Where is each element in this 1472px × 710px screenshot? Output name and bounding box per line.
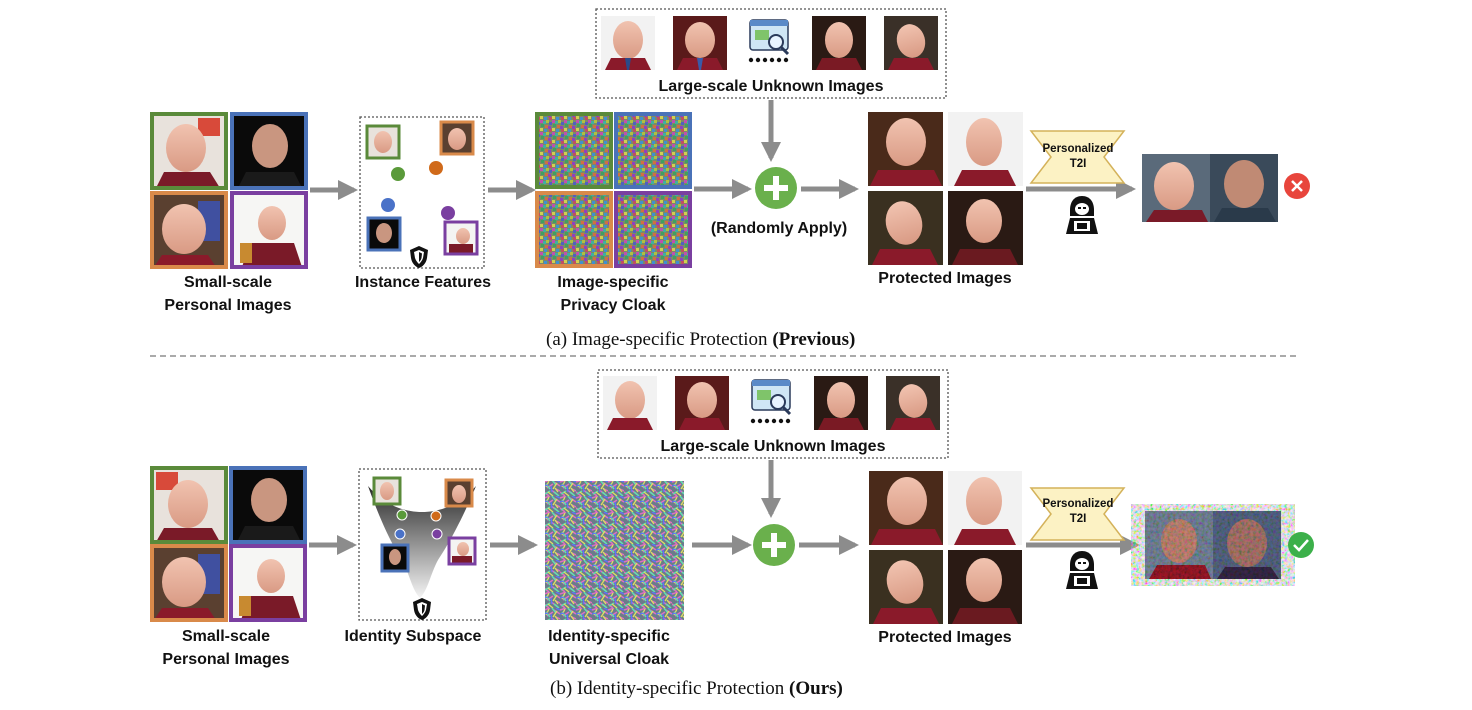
cloak-tile-purple <box>614 191 692 268</box>
universal-cloak-label-line2: Universal Cloak <box>548 651 670 668</box>
protected-images-label: Protected Images <box>878 270 1012 287</box>
protected-image-3 <box>869 550 943 624</box>
feature-point-orange <box>429 161 443 175</box>
subspace-thumb-blue <box>380 543 410 573</box>
protected-image-1 <box>868 112 943 186</box>
personal-image-3 <box>150 544 228 622</box>
feature-point-purple <box>441 206 455 220</box>
unknown-images-box <box>595 8 947 99</box>
personal-images-label-line1: Small-scale <box>181 628 271 645</box>
feature-point-green <box>391 167 405 181</box>
personal-image-1 <box>150 466 228 544</box>
personal-image-2 <box>229 466 307 544</box>
cloak-label-line2: Privacy Cloak <box>560 297 666 314</box>
generated-result-a <box>1142 154 1278 222</box>
feature-thumb-orange <box>439 120 475 156</box>
personal-images-label-line2: Personal Images <box>164 297 292 314</box>
protected-images-label: Protected Images <box>878 629 1012 646</box>
subspace-point-purple <box>431 528 443 540</box>
personal-image-1 <box>150 112 228 190</box>
protected-image-1 <box>869 471 943 545</box>
cloak-tile-orange <box>535 191 613 268</box>
unknown-image-1 <box>601 16 655 70</box>
t2i-bowtie <box>1029 487 1126 541</box>
ellipsis-dots <box>748 57 789 63</box>
protected-image-4 <box>948 191 1023 265</box>
identity-subspace-label: Identity Subspace <box>344 628 482 645</box>
feature-thumb-green <box>365 124 401 160</box>
ellipsis-dots <box>750 418 791 424</box>
instance-features-label: Instance Features <box>354 274 492 291</box>
unknown-image-3 <box>814 376 868 430</box>
personal-image-3 <box>150 191 228 269</box>
close-icon <box>1284 173 1310 199</box>
subspace-thumb-orange <box>444 478 474 508</box>
protected-image-4 <box>948 550 1022 624</box>
unknown-image-4 <box>884 16 938 70</box>
feature-point-blue <box>381 198 395 212</box>
caption-a-main: (a) Image-specific Protection <box>546 329 773 350</box>
unknown-images-label: Large-scale Unknown Images <box>658 78 884 95</box>
shield-icon <box>410 246 428 268</box>
subspace-point-green <box>396 509 408 521</box>
unknown-image-4 <box>886 376 940 430</box>
instance-features-box <box>359 116 485 269</box>
t2i-label-line1: Personalized <box>1042 498 1114 510</box>
hacker-icon <box>1066 551 1098 589</box>
panel-b <box>150 369 1314 624</box>
t2i-bowtie <box>1029 130 1126 184</box>
plus-circle-icon <box>753 524 795 566</box>
subspace-surface <box>368 486 476 598</box>
check-icon <box>1288 532 1314 558</box>
personal-image-4 <box>230 191 308 269</box>
unknown-image-3 <box>812 16 866 70</box>
random-apply-label: (Randomly Apply) <box>710 220 848 237</box>
cloak-tile-green <box>535 112 613 189</box>
panel-a <box>150 8 1310 269</box>
cloak-tile-blue <box>614 112 692 189</box>
unknown-image-1 <box>603 376 657 430</box>
protected-images-grid <box>868 112 1023 265</box>
unknown-image-2 <box>673 16 727 70</box>
subspace-point-blue <box>394 528 406 540</box>
universal-cloak-label-line1: Identity-specific <box>548 628 670 645</box>
unknown-images-label: Large-scale Unknown Images <box>660 438 886 455</box>
privacy-cloak-grid <box>535 112 692 268</box>
shield-icon <box>413 598 431 620</box>
caption-a-bold: (Previous) <box>772 329 856 350</box>
personal-images-grid <box>150 466 307 622</box>
subspace-thumb-purple <box>447 536 477 566</box>
personal-image-4 <box>229 544 307 622</box>
protected-images-grid <box>869 471 1022 624</box>
image-search-icon <box>749 19 790 56</box>
personal-images-grid <box>150 112 308 269</box>
image-search-icon <box>751 379 792 416</box>
caption-b: (b) Identity-specific Protection (Ours) <box>550 678 843 700</box>
protected-image-3 <box>868 191 943 265</box>
plus-circle-icon <box>755 167 797 209</box>
generated-result-b <box>1145 511 1281 579</box>
feature-thumb-blue <box>366 216 402 252</box>
subspace-point-orange <box>430 510 442 522</box>
caption-b-bold: (Ours) <box>789 678 843 699</box>
unknown-images-box <box>597 369 949 459</box>
universal-cloak-image <box>545 481 684 620</box>
hacker-icon <box>1066 196 1098 234</box>
personal-images-label-line1: Small-scale <box>183 274 273 291</box>
protected-image-2 <box>948 112 1023 186</box>
identity-subspace-box <box>358 468 487 621</box>
feature-thumb-purple <box>443 220 479 256</box>
subspace-thumb-green <box>372 476 402 506</box>
personal-images-label-line2: Personal Images <box>162 651 290 668</box>
t2i-label-line2: T2I <box>1069 513 1087 525</box>
t2i-label-line1: Personalized <box>1042 143 1114 155</box>
caption-b-main: (b) Identity-specific Protection <box>550 678 790 699</box>
caption-a: (a) Image-specific Protection (Previous) <box>546 329 855 351</box>
unknown-image-2 <box>675 376 729 430</box>
cloak-label-line1: Image-specific <box>557 274 669 291</box>
t2i-label-line2: T2I <box>1069 158 1087 170</box>
personal-image-2 <box>230 112 308 190</box>
protected-image-2 <box>948 471 1022 545</box>
